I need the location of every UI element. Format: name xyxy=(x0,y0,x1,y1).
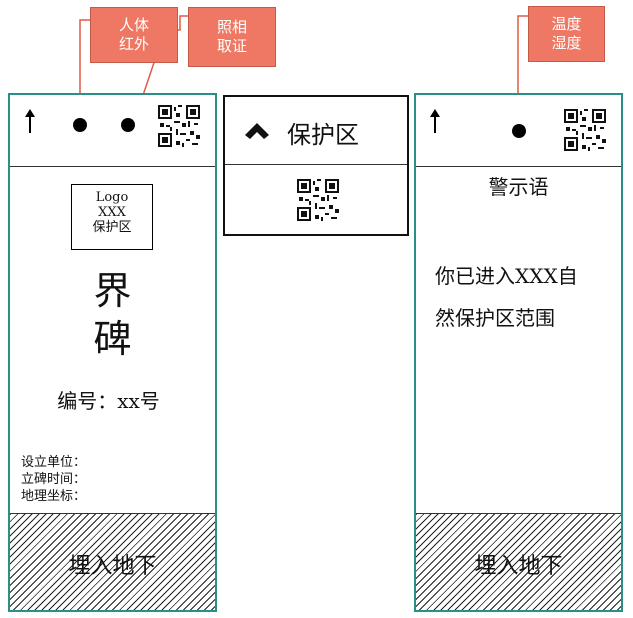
buried-section: 埋入地下 xyxy=(10,513,215,610)
protected-area-sign: 保护区 xyxy=(223,95,409,236)
callout-photo: 照相 取证 xyxy=(188,7,276,67)
warning-message: 你已进入XXX自 然保护区范围 xyxy=(435,255,578,339)
qr-code-icon xyxy=(564,109,606,151)
sign-label: 保护区 xyxy=(287,121,359,149)
warning-sign-panel: 警示语 你已进入XXX自 然保护区范围 埋入地下 xyxy=(414,93,623,612)
marker-title-line2: 碑 xyxy=(93,317,132,361)
marker-title-line1: 界 xyxy=(93,269,132,313)
chevron-up-icon xyxy=(245,123,269,139)
header-divider xyxy=(416,166,621,167)
warning-message-line2: 然保护区范围 xyxy=(435,306,555,330)
up-arrow-icon xyxy=(25,109,35,133)
info-time: 立碑时间： xyxy=(21,472,87,487)
callout-photo-text: 照相 取证 xyxy=(216,18,247,55)
marker-title: 界 碑 xyxy=(10,267,215,363)
boundary-marker-panel: Logo XXX 保护区 界 碑 编号：xx号 设立单位： 立碑时间： 地理坐标… xyxy=(8,93,217,612)
buried-section: 埋入地下 xyxy=(416,513,621,610)
warning-heading: 警示语 xyxy=(488,175,549,199)
callout-human-infrared: 人体 红外 xyxy=(90,7,178,63)
marker-info: 设立单位： 立碑时间： 地理坐标： xyxy=(21,454,86,505)
callout-human-text: 人体 红外 xyxy=(118,16,149,53)
leader-human xyxy=(79,19,90,122)
logo-org-code: XXX xyxy=(98,205,126,220)
leader-env xyxy=(517,15,528,128)
logo-text: Logo xyxy=(95,190,129,205)
camera-sensor-dot xyxy=(121,118,135,132)
infrared-sensor-dot xyxy=(73,118,87,132)
logo-box: Logo XXX 保护区 xyxy=(71,184,153,250)
qr-code-icon xyxy=(297,179,339,221)
up-arrow-icon xyxy=(430,109,440,133)
warning-message-line1: 你已进入XXX自 xyxy=(435,264,578,288)
callout-temp-humidity: 温度 湿度 xyxy=(528,6,605,62)
info-coord: 地理坐标： xyxy=(21,489,87,504)
sign-divider xyxy=(225,164,407,165)
marker-number: 编号：xx号 xyxy=(57,389,160,413)
header-divider xyxy=(10,166,215,167)
logo-org-name: 保护区 xyxy=(92,220,132,235)
callout-temp-text: 温度 湿度 xyxy=(551,15,582,52)
qr-code-icon xyxy=(158,105,200,147)
temp-humidity-sensor-dot xyxy=(512,124,526,138)
info-unit: 设立单位： xyxy=(21,455,87,470)
buried-label: 埋入地下 xyxy=(474,554,563,579)
buried-label: 埋入地下 xyxy=(68,554,157,579)
